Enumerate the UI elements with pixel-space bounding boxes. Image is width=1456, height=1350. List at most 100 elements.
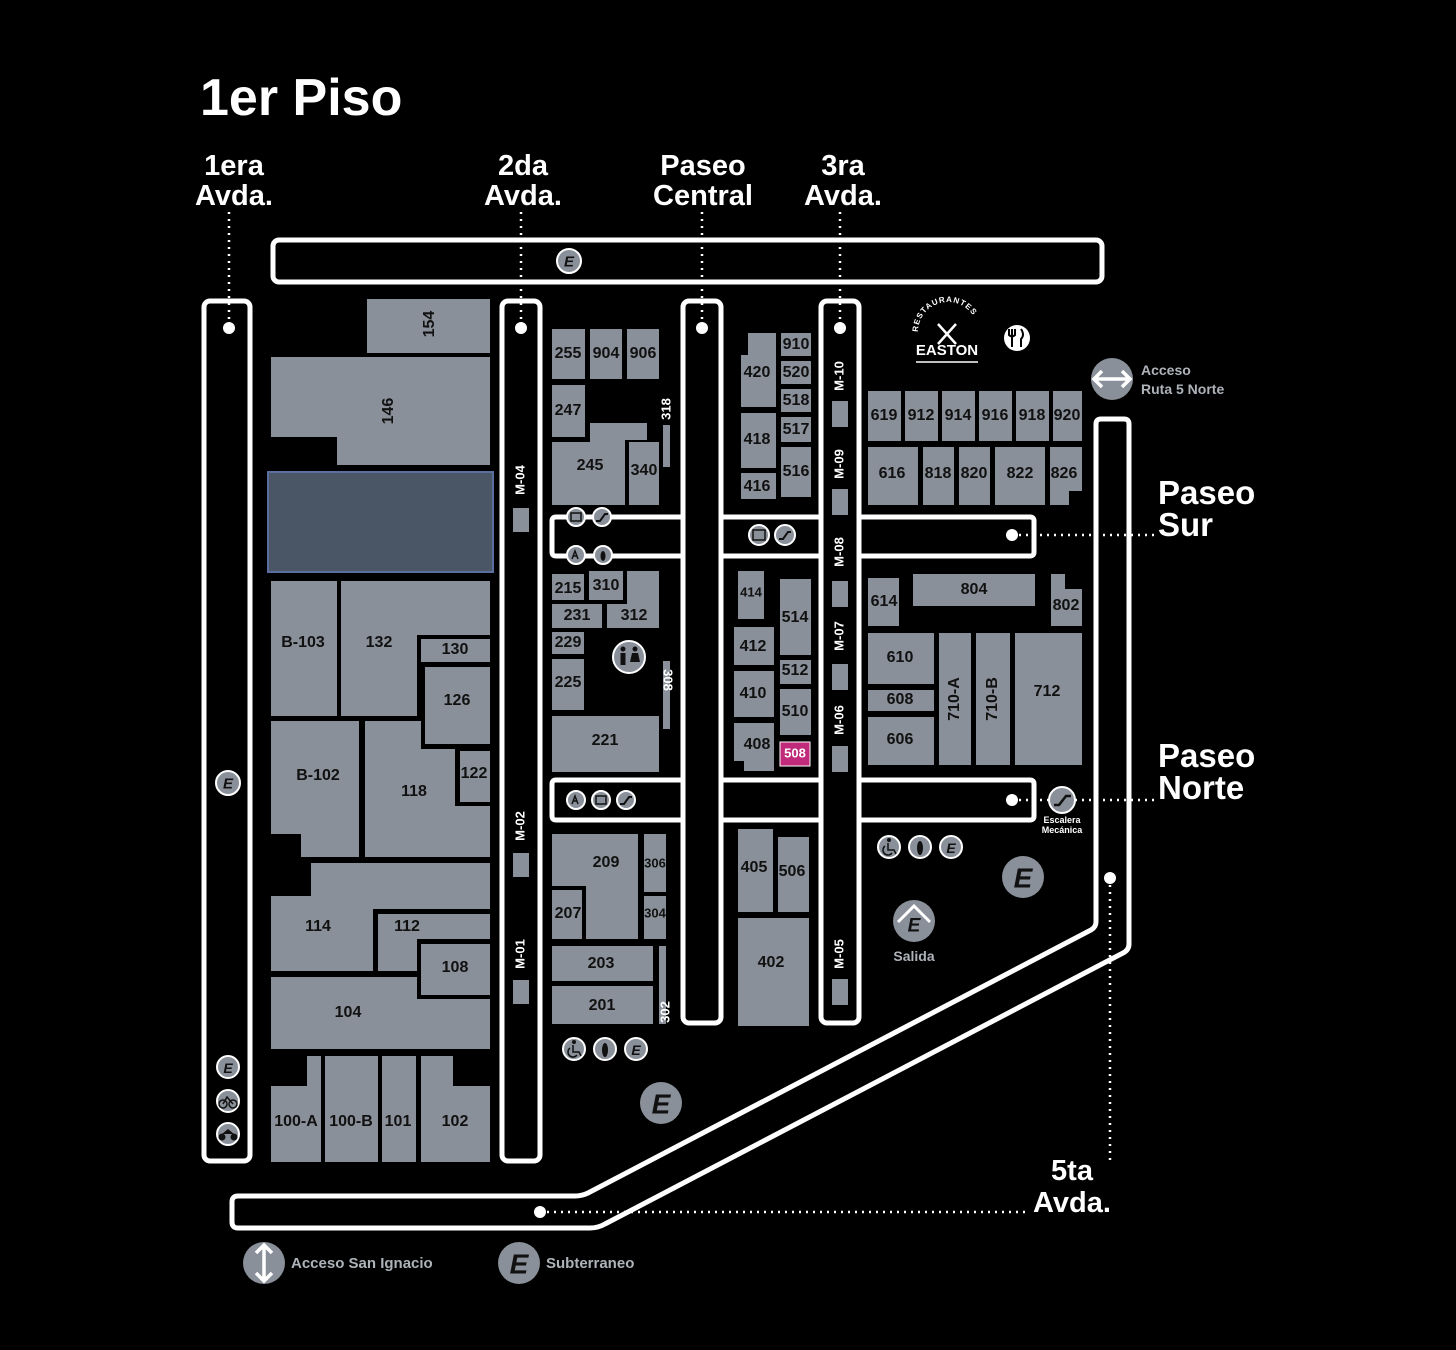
parking-icon[interactable]: E [556,248,582,274]
store-102[interactable] [419,1054,492,1164]
store-130[interactable] [419,637,492,664]
store-318[interactable] [661,423,672,469]
store-104[interactable] [269,975,492,1051]
store-221[interactable] [550,714,661,774]
store-306[interactable] [642,832,668,894]
store-416[interactable] [739,471,778,501]
store-518[interactable] [779,387,813,414]
store-510[interactable] [778,687,813,737]
exit-icon[interactable]: E [893,900,935,942]
store-606[interactable] [866,715,936,767]
store-904[interactable] [588,327,624,381]
store-101[interactable] [380,1054,418,1164]
module-m02-box[interactable] [511,851,531,879]
store-108[interactable] [419,942,492,997]
store-201[interactable] [550,984,655,1026]
store-154[interactable] [365,297,492,355]
store-508[interactable] [779,741,811,767]
parking-icon[interactable]: E [216,1055,240,1079]
store-b103[interactable] [269,579,339,718]
module-m05-box[interactable] [830,977,850,1007]
store-802[interactable] [1049,572,1084,628]
store-916[interactable] [977,389,1014,443]
store-610[interactable] [866,631,936,686]
store-146[interactable] [269,355,492,467]
store-418[interactable] [739,411,778,470]
store-608[interactable] [866,688,936,713]
store-100b[interactable] [323,1054,380,1164]
store-512[interactable] [778,658,813,686]
store-312[interactable] [605,569,661,630]
store-410[interactable] [732,669,776,719]
store-247[interactable] [550,383,587,439]
store-818[interactable] [921,445,956,507]
access-ruta-icon[interactable] [1091,358,1133,400]
store-420[interactable] [739,331,778,409]
store-912[interactable] [903,389,940,443]
store-820[interactable] [957,445,992,507]
store-304[interactable] [642,894,668,941]
store-highlighted[interactable] [267,471,494,573]
store-414[interactable] [736,569,766,621]
store-826[interactable] [1048,445,1084,507]
store-405[interactable] [736,827,775,914]
module-m07-box[interactable] [830,662,850,692]
module-m08-box[interactable] [830,579,850,609]
module-m10-box[interactable] [830,399,850,429]
store-231[interactable] [550,602,604,630]
store-340[interactable] [627,440,661,507]
store-710b[interactable] [974,631,1012,767]
store-203[interactable] [550,944,655,983]
store-910[interactable] [779,331,813,358]
store-310[interactable] [587,569,625,602]
access-san-ignacio-icon[interactable] [243,1242,285,1284]
store-804[interactable] [911,572,1037,608]
store-506[interactable] [776,835,811,914]
store-906[interactable] [625,327,661,381]
store-207[interactable] [550,888,584,941]
store-516[interactable] [779,445,813,499]
module-m06-box[interactable] [830,744,850,774]
module-m09-box[interactable] [830,487,850,517]
store-616[interactable] [866,445,920,507]
store-614[interactable] [866,576,901,628]
parking-large-icon[interactable]: E [1002,856,1044,898]
store-712[interactable] [1013,631,1084,767]
avenue-1-line1: 1era [204,150,265,182]
store-209[interactable] [550,832,640,941]
store-914[interactable] [940,389,977,443]
store-920[interactable] [1051,389,1084,443]
store-215[interactable] [550,572,586,602]
store-229[interactable] [550,630,586,656]
store-402[interactable] [736,916,811,1028]
restaurantes-easton-logo[interactable]: RESTAURANTES EASTON [911,295,979,363]
store-255[interactable] [550,327,587,381]
parking-large-icon[interactable]: E [640,1082,682,1124]
store-112[interactable] [376,912,492,973]
store-100a[interactable] [269,1054,323,1164]
module-m01-box[interactable] [511,978,531,1006]
store-514[interactable] [778,577,813,657]
store-118[interactable] [363,719,492,859]
store-412[interactable] [732,625,776,667]
parking-icon[interactable]: E [215,770,241,796]
store-619[interactable] [866,389,903,443]
store-122[interactable] [458,749,492,804]
store-302[interactable] [657,944,668,1026]
parking-icon[interactable]: E [939,835,963,859]
store-918[interactable] [1014,389,1051,443]
store-114[interactable] [269,861,492,973]
parking-icon[interactable]: E [624,1037,648,1061]
store-126[interactable] [423,665,492,746]
store-517[interactable] [779,415,813,444]
store-408[interactable] [732,721,776,773]
module-m04-box[interactable] [511,506,531,534]
store-822[interactable] [993,445,1047,507]
store-308[interactable] [661,659,672,731]
store-b102[interactable] [269,719,361,859]
store-132[interactable] [339,579,492,718]
subterraneo-parking-icon[interactable]: E [498,1242,540,1284]
store-710a[interactable] [937,631,973,767]
store-520[interactable] [779,359,813,386]
store-225[interactable] [550,657,586,712]
